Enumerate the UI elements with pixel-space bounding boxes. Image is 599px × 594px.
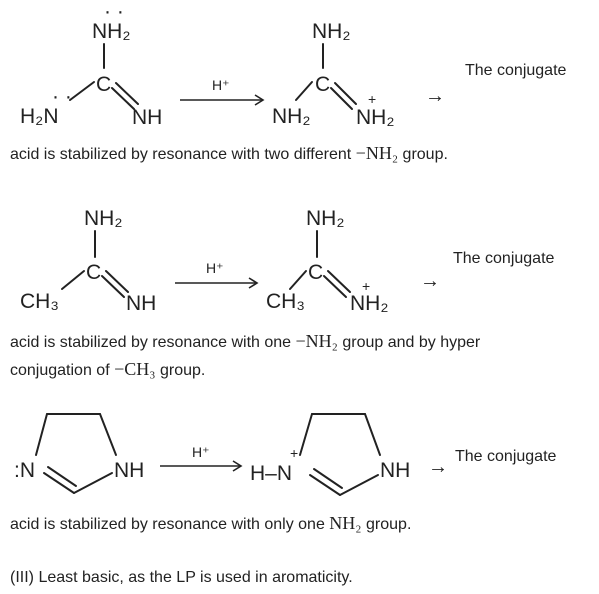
s1-reaction-arrow-head: [254, 94, 265, 106]
s2-left-top-nh2: NH₂: [84, 207, 122, 230]
s2-right-c: C: [308, 261, 323, 284]
note-1-conjugate: The conjugate: [465, 62, 567, 79]
s3-right-ring-bottom-left-a: [309, 474, 341, 496]
s1-left-top-nh2: NH₂: [92, 20, 130, 43]
s2-left-left-ch3: CH₃: [20, 290, 59, 313]
s3-left-n: :N: [14, 459, 35, 482]
para3-text-a: acid is stabilized by resonance with onl…: [10, 516, 330, 533]
s1-left-bond-right-a: [115, 82, 139, 105]
note-3-conjugate: The conjugate: [455, 448, 557, 465]
s1-right-left-nh2: NH₂: [272, 105, 310, 128]
lone-pair-dots: · ·: [52, 85, 72, 108]
paragraph-1: acid is stabilized by resonance with two…: [10, 140, 448, 168]
s1-right-bond-left: [295, 81, 313, 101]
lone-pair-dots: · ·: [104, 0, 124, 23]
s2-left-c: C: [86, 261, 101, 284]
note-2-arrow: →: [420, 270, 440, 292]
s3-left-ring-bottom-left-a: [43, 472, 75, 494]
para2-line-2: conjugation of −CH₃ group.: [10, 356, 480, 384]
s3-left-ring-bottom-right: [73, 472, 113, 494]
s3-plus-charge: +: [290, 445, 298, 461]
para2-text-a: acid is stabilized by resonance with one: [10, 334, 296, 351]
para1-text-b: group.: [398, 146, 448, 163]
paragraph-2: acid is stabilized by resonance with one…: [10, 328, 480, 384]
s2-left-bond-right-b: [101, 275, 125, 298]
s2-right-right-nh2: NH₂: [350, 292, 388, 315]
para2-text-b: group and by hyper: [337, 334, 481, 351]
para1-formula: −NH₂: [355, 143, 399, 163]
para2-text-c: conjugation of: [10, 362, 115, 379]
s3-left-nh: NH: [114, 459, 144, 482]
s3-right-ring-left: [299, 413, 313, 456]
s1-left-bond-left: [69, 81, 95, 101]
para1-text-a: acid is stabilized by resonance with two…: [10, 146, 356, 163]
s1-left-left-h2n: H₂N: [20, 105, 58, 128]
s1-left-right-nh: NH: [132, 106, 162, 129]
s2-reagent-hplus: H⁺: [206, 260, 224, 276]
s2-right-bond-right-b: [323, 275, 347, 298]
para2-formula: −NH₂: [295, 331, 338, 351]
s3-right-ring-right: [364, 413, 381, 456]
s3-right-nh: NH: [380, 459, 410, 482]
note-1-arrow: →: [425, 85, 445, 107]
s2-right-left-ch3: CH₃: [266, 290, 305, 313]
s3-left-ring-right: [99, 413, 117, 456]
scheme-2-acetamidine: NH₂ C CH₃ NH H⁺ NH₂ C CH₃ NH₂ +: [20, 207, 388, 315]
s2-left-bond-right-a: [105, 270, 129, 293]
s3-reagent-hplus: H⁺: [192, 444, 210, 460]
scheme-1-guanidine: · · NH₂ C H₂N · · NH H⁺ NH₂ C NH₂ NH₂ +: [20, 0, 394, 129]
s1-plus-charge: +: [368, 91, 376, 107]
s1-right-right-nh2: NH₂: [356, 106, 394, 129]
para2-text-d: group.: [155, 362, 206, 379]
scheme-3-imidazoline: :N NH H⁺ H–N + NH: [14, 413, 410, 496]
s2-right-bond-left: [289, 270, 307, 290]
s3-right-hn: H–N: [250, 462, 292, 485]
s2-left-bond-left: [61, 270, 85, 290]
s1-reagent-hplus: H⁺: [212, 77, 230, 93]
s2-right-top-nh2: NH₂: [306, 207, 344, 230]
s1-right-top-nh2: NH₂: [312, 20, 350, 43]
s3-right-ring-bottom-right: [339, 474, 379, 496]
para3-formula: NH₂: [329, 513, 362, 533]
s2-plus-charge: +: [362, 278, 370, 294]
s3-left-ring-left: [35, 413, 48, 456]
s1-right-bond-right-a: [334, 82, 357, 105]
paragraph-3: acid is stabilized by resonance with onl…: [10, 510, 411, 538]
s1-right-bond-right-b: [330, 87, 353, 110]
note-3-arrow: →: [428, 456, 448, 478]
s1-left-c: C: [96, 73, 111, 96]
para3-text-b: group.: [361, 516, 412, 533]
s1-left-bond-right-b: [111, 87, 135, 110]
note-2-conjugate: The conjugate: [453, 250, 555, 267]
paragraph-4: (III) Least basic, as the LP is used in …: [10, 569, 353, 586]
s3-right-ring-bottom-left-b: [313, 468, 343, 489]
s2-left-right-nh: NH: [126, 292, 156, 315]
s2-reaction-arrow-head: [248, 277, 259, 289]
para2-formula-2: −CH₃: [114, 359, 156, 379]
s2-right-bond-right-a: [327, 270, 351, 293]
para2-line-1: acid is stabilized by resonance with one…: [10, 328, 480, 356]
s3-reaction-arrow-head: [232, 460, 243, 472]
s1-right-c: C: [315, 73, 330, 96]
s3-left-ring-bottom-left-b: [47, 466, 77, 487]
